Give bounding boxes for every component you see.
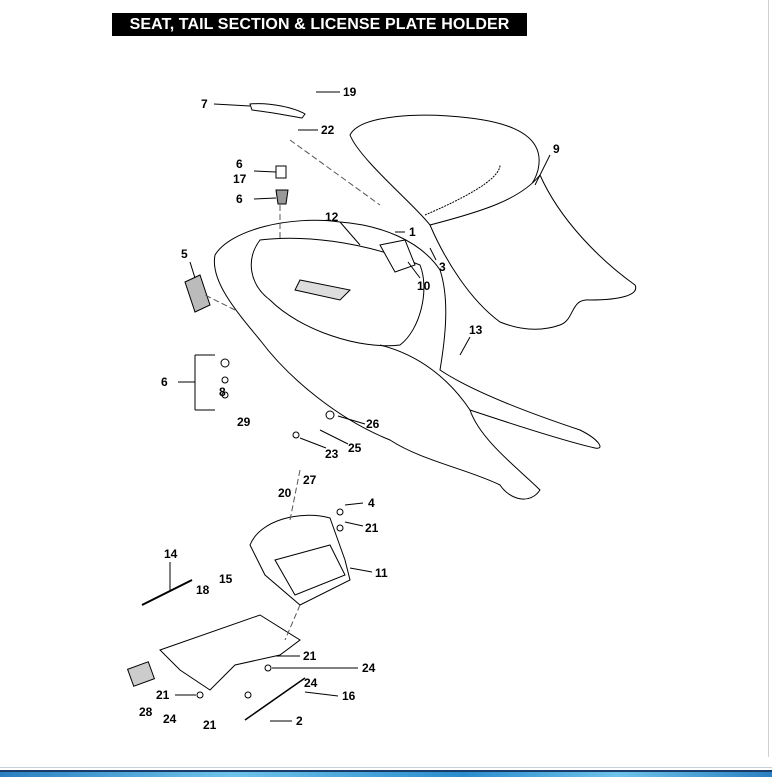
- callout-label: 17: [233, 172, 247, 186]
- part-rod: [141, 579, 193, 606]
- callout-label: 19: [343, 85, 357, 99]
- part-seat-base: [429, 174, 637, 330]
- footer-divider: [0, 767, 772, 768]
- part-license-holder: [249, 514, 351, 606]
- callout-label: 21: [365, 521, 379, 535]
- callout-label: 21: [203, 718, 217, 732]
- callout-label: 1: [409, 225, 416, 239]
- callout-label: 20: [278, 486, 292, 500]
- callout-label: 13: [469, 323, 483, 337]
- callout-label: 26: [366, 417, 380, 431]
- part-light: [126, 661, 156, 687]
- callout-label: 21: [156, 688, 170, 702]
- part-strap: [249, 103, 306, 119]
- part-lock: [275, 189, 289, 205]
- callout-label: 8: [219, 385, 226, 399]
- footer-bar: [0, 770, 772, 777]
- callout-label: 5: [181, 247, 188, 261]
- callout-label: 15: [219, 572, 233, 586]
- part-bracket: [379, 239, 416, 273]
- part-key: [275, 165, 287, 179]
- callout-label: 6: [236, 192, 243, 206]
- callout-label: 24: [362, 661, 376, 675]
- part-plate-bracket: [159, 614, 301, 691]
- callout-label: 4: [368, 496, 375, 510]
- callout-label: 14: [164, 547, 178, 561]
- callout-label: 10: [417, 279, 431, 293]
- callout-label: 12: [325, 210, 339, 224]
- callout-label: 11: [375, 566, 388, 580]
- callout-label: 27: [303, 473, 317, 487]
- callout-label: 9: [553, 142, 560, 156]
- callout-label: 3: [439, 260, 446, 274]
- callout-label: 28: [139, 705, 153, 719]
- part-reflector: [184, 274, 211, 313]
- callout-label: 21: [303, 649, 317, 663]
- callout-label: 2: [296, 714, 303, 728]
- callout-label: 24: [304, 676, 318, 690]
- part-strap-16: [244, 677, 306, 721]
- callout-label: 29: [237, 415, 251, 429]
- page-border: [768, 0, 769, 757]
- part-seat: [349, 114, 540, 226]
- callout-label: 24: [163, 712, 177, 726]
- page-title: SEAT, TAIL SECTION & LICENSE PLATE HOLDE…: [112, 13, 527, 36]
- callout-label: 6: [236, 157, 243, 171]
- callout-label: 25: [348, 441, 362, 455]
- callout-label: 23: [325, 447, 339, 461]
- callout-label: 22: [321, 123, 335, 137]
- callout-label: 7: [201, 97, 208, 111]
- callout-label: 18: [196, 583, 210, 597]
- callout-label: 16: [342, 689, 356, 703]
- callout-label: 6: [161, 375, 168, 389]
